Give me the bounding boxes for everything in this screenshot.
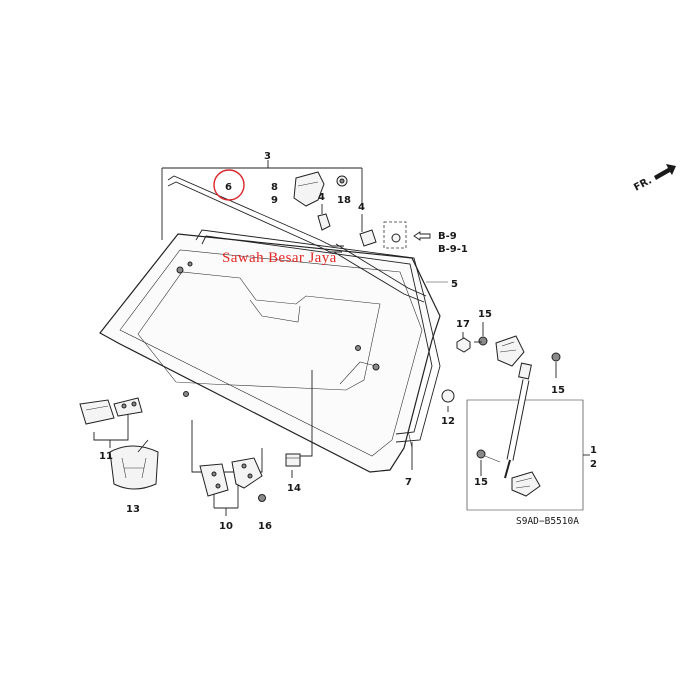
molding-strip-6 — [167, 175, 344, 253]
front-arrow-icon — [654, 164, 676, 180]
callout-7: 7 — [405, 477, 412, 488]
clip-4-a — [317, 204, 331, 231]
leader-lines — [137, 341, 482, 478]
callout-11: 11 — [99, 451, 113, 462]
callout-14: 14 — [287, 483, 301, 494]
bolt-15-a — [478, 322, 488, 346]
callout-6: 6 — [225, 182, 232, 193]
callout-15c: 15 — [474, 477, 488, 488]
grommet-12 — [441, 389, 455, 403]
callout-10: 10 — [219, 521, 233, 532]
callout-16: 16 — [258, 521, 272, 532]
callout-3: 3 — [264, 151, 271, 162]
callout-15a: 15 — [478, 309, 492, 320]
callout-8: 8 — [271, 182, 278, 193]
molding-5 — [333, 243, 448, 303]
clip-18 — [336, 175, 348, 187]
hinge-cover-8-9 — [293, 171, 325, 207]
callout-12: 12 — [441, 416, 455, 427]
watermark: Sawah Besar Jaya — [222, 250, 337, 266]
nut-17 — [456, 332, 471, 353]
ref-b91: B-9-1 — [438, 244, 468, 255]
clip-4-b — [359, 214, 377, 247]
callout-2: 2 — [590, 459, 597, 470]
handle-11 — [79, 397, 143, 425]
hinge-10 — [199, 457, 263, 497]
gas-strut-assembly — [495, 335, 541, 497]
diagram-code: S9AD−B5510A — [516, 516, 579, 527]
grommet-14 — [285, 370, 313, 467]
bolt-15-c — [476, 449, 501, 476]
honda-emblem-13 — [109, 445, 159, 490]
bracket-lines — [93, 160, 590, 516]
callout-1: 1 — [590, 445, 597, 456]
callout-17: 17 — [456, 319, 470, 330]
callout-15b: 15 — [551, 385, 565, 396]
reference-box — [383, 221, 431, 249]
callout-5: 5 — [451, 279, 458, 290]
callout-numbers: 3 6 8 9 4 18 4 5 17 15 15 15 12 1 2 7 14… — [99, 151, 597, 532]
callout-4a: 4 — [318, 192, 325, 203]
callout-18: 18 — [337, 195, 351, 206]
highlight-circle — [213, 169, 245, 201]
callout-4b: 4 — [358, 202, 365, 213]
front-direction: FR. — [632, 164, 676, 194]
front-label: FR. — [632, 175, 654, 193]
callout-9: 9 — [271, 195, 278, 206]
callout-13: 13 — [126, 504, 140, 515]
reference-labels: B-9 B-9-1 — [438, 231, 468, 255]
bolt-16 — [258, 494, 266, 502]
back-glass — [99, 233, 441, 473]
ref-b9: B-9 — [438, 231, 457, 242]
bolt-15-b — [551, 352, 561, 378]
